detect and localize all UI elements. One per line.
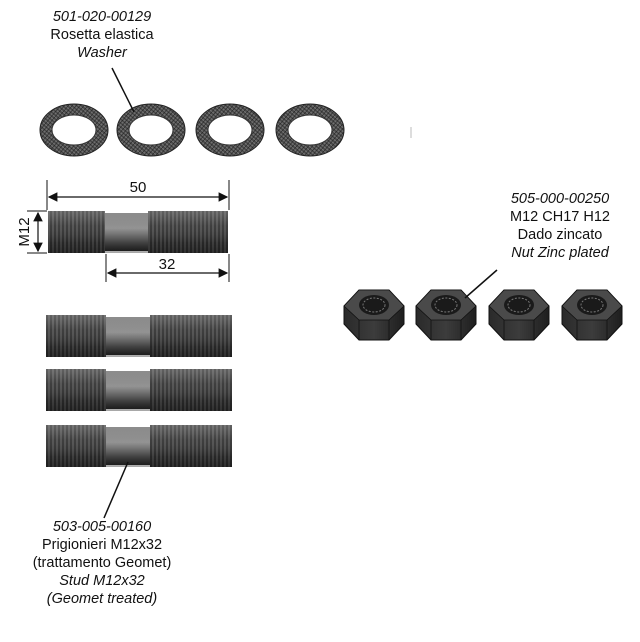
- nut-name-it: Dado zincato: [517, 227, 603, 243]
- washer-1: [39, 103, 109, 157]
- nut-spec: M12 CH17 H12: [510, 209, 610, 225]
- stud-name-it: Prigionieri M12x32: [41, 537, 163, 553]
- washer-3: [195, 103, 265, 157]
- stud-treatment-en: (Geomet treated): [46, 591, 158, 607]
- thread-length-label: 32: [159, 256, 176, 273]
- stud-leader-line: [103, 461, 129, 519]
- nut-3: [488, 289, 550, 341]
- nut-4: [561, 289, 623, 341]
- washer-code: 501-020-00129: [52, 9, 152, 25]
- stud-treatment-it: (trattamento Geomet): [32, 555, 172, 571]
- washer-leader-line: [111, 67, 135, 113]
- stud-dimensioned: [48, 211, 228, 253]
- stud-2: [46, 369, 232, 411]
- nut-code: 505-000-00250: [510, 191, 610, 207]
- washer-4: [275, 103, 345, 157]
- stud-label: 503-005-00160 Prigionieri M12x32 (tratta…: [2, 518, 202, 608]
- total-length-label: 50: [130, 179, 147, 196]
- nut-2: [415, 289, 477, 341]
- nut-1: [343, 289, 405, 341]
- diameter-label: M12: [16, 217, 33, 246]
- stud-group: [46, 315, 232, 519]
- stud-1: [46, 315, 232, 357]
- nut-label: 505-000-00250 M12 CH17 H12 Dado zincato …: [480, 190, 640, 262]
- dimension-lines: 50 32 M12: [16, 179, 230, 282]
- stud-code: 503-005-00160: [52, 519, 152, 535]
- washer-name-it: Rosetta elastica: [50, 27, 154, 43]
- washer-name-en: Washer: [77, 45, 127, 61]
- nut-leader-line: [464, 269, 498, 299]
- stud-3: [46, 425, 232, 467]
- washer-label: 501-020-00129 Rosetta elastica Washer: [22, 8, 182, 62]
- washer-2: [116, 103, 186, 157]
- nut-name-en: Nut Zinc plated: [511, 245, 609, 261]
- nut-group: [343, 269, 623, 341]
- washer-group: [39, 67, 345, 157]
- stud-name-en: Stud M12x32: [59, 573, 145, 589]
